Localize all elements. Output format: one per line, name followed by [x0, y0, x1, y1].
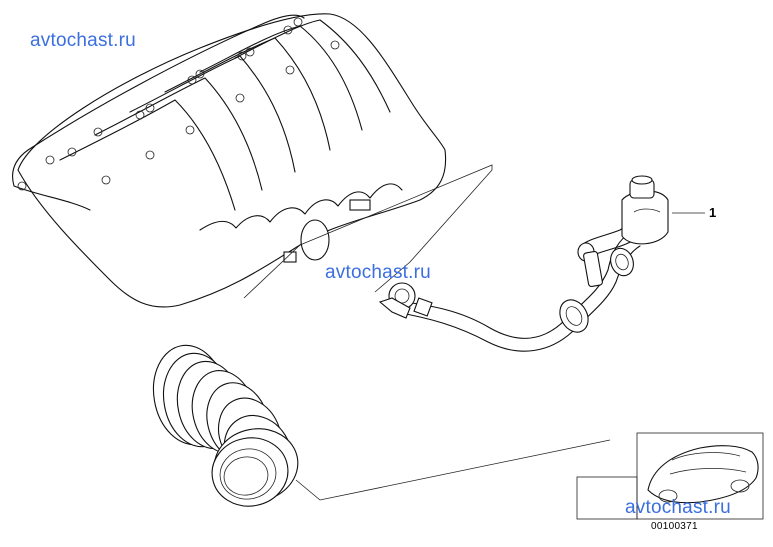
leader-box — [299, 164, 493, 293]
callout-number: 1 — [709, 205, 717, 220]
boot-leader — [295, 439, 611, 501]
watermark: avtochast.ru — [30, 30, 136, 51]
intake-manifold — [11, 13, 447, 308]
car-thumbnail — [576, 432, 764, 520]
watermark: avtochast.ru — [325, 262, 431, 283]
document-number: 00100371 — [651, 521, 698, 532]
vent-hose — [378, 175, 669, 352]
watermark: avtochast.ru — [625, 497, 731, 518]
intake-boot — [152, 344, 299, 507]
